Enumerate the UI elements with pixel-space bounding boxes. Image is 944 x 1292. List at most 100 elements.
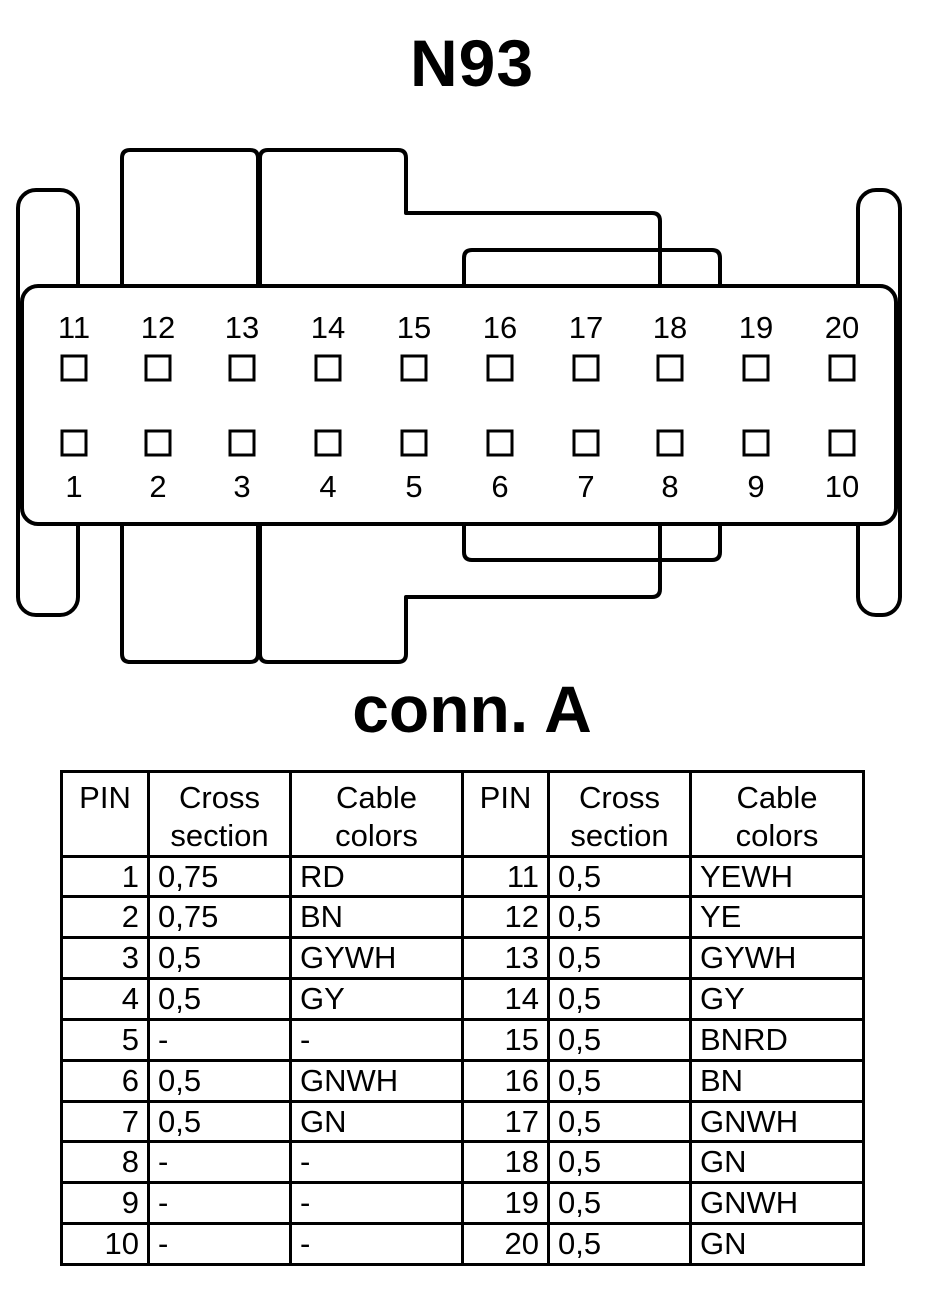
bottom-row-pin-socket	[656, 429, 684, 457]
connector-label: conn. A	[352, 672, 592, 746]
table-cell-cross: -	[147, 1017, 292, 1062]
table-header-text: Cross	[179, 780, 260, 815]
table-cell-color: -	[289, 1017, 464, 1062]
table-cell-pin: 6	[60, 1058, 150, 1103]
table-cell-cross: 0,5	[547, 895, 692, 940]
table-cell-cross: 0,5	[547, 1017, 692, 1062]
lower-block-right	[258, 522, 662, 664]
table-header-text: Cross	[579, 780, 660, 815]
top-row-pin-socket	[60, 354, 88, 382]
top-row-pin-label: 12	[141, 310, 175, 345]
upper-block-right	[258, 148, 662, 290]
table-cell-color: GN	[689, 1221, 865, 1266]
table-cell-cross: -	[147, 1181, 292, 1225]
table-header-text: PIN	[79, 780, 131, 815]
table-cell-color: -	[289, 1140, 464, 1185]
table-cell-cross: 0,5	[547, 977, 692, 1021]
table-cell-color: GY	[689, 977, 865, 1021]
table-cell-cross: 0,5	[147, 1058, 292, 1103]
top-row-pin-label: 11	[58, 310, 90, 345]
table-cell-pin: 11	[461, 854, 550, 899]
table-cell-pin: 8	[60, 1140, 150, 1185]
table-cell-cross: 0,5	[547, 1099, 692, 1144]
lower-block-left	[120, 522, 260, 664]
table-cell-color: YE	[689, 895, 865, 940]
bottom-row-pin-label: 10	[825, 469, 859, 504]
table-cell-cross: 0,5	[547, 1140, 692, 1185]
table-cell-pin: 14	[461, 977, 550, 1021]
table-cell-pin: 3	[60, 936, 150, 981]
bottom-row-pin-socket	[486, 429, 514, 457]
table-cell-pin: 20	[461, 1221, 550, 1266]
bottom-row-pin-socket	[572, 429, 600, 457]
table-cell-color: GNWH	[689, 1181, 865, 1225]
table-header-text: section	[570, 817, 669, 853]
table-cell-cross: 0,75	[147, 854, 292, 899]
table-cell-pin: 2	[60, 895, 150, 940]
bottom-row-pin-socket	[314, 429, 342, 457]
top-row-pin-socket	[486, 354, 514, 382]
upper-block-left	[120, 148, 260, 290]
table-cell-color: GYWH	[689, 936, 865, 981]
diagram-title: N93	[409, 26, 535, 100]
top-row-pin-socket	[314, 354, 342, 382]
table-header-text: colors	[335, 817, 418, 853]
table-cell-cross: 0,5	[547, 1058, 692, 1103]
bottom-row-pin-socket	[828, 429, 856, 457]
bottom-row-pin-label: 2	[149, 469, 166, 504]
bottom-row-pin-label: 3	[233, 469, 250, 504]
table-cell-cross: 0,5	[147, 936, 292, 981]
table-header-text: Cable	[336, 780, 417, 815]
table-cell-cross: 0,5	[547, 854, 692, 899]
top-row-pin-label: 14	[311, 310, 345, 345]
table-cell-color: GN	[689, 1140, 865, 1185]
connector-body	[20, 284, 898, 526]
table-cell-cross: 0,5	[547, 936, 692, 981]
table-cell-pin: 4	[60, 977, 150, 1021]
table-header-text: colors	[735, 817, 819, 853]
table-cell-cross: 0,5	[547, 1221, 692, 1266]
bottom-row-pin-label: 4	[319, 469, 336, 504]
top-row-pin-label: 16	[483, 310, 517, 345]
table-cell-cross: 0,5	[147, 1099, 292, 1144]
table-cell-cross: -	[147, 1221, 292, 1266]
top-row-pin-socket	[572, 354, 600, 382]
table-cell-pin: 15	[461, 1017, 550, 1062]
table-cell-pin: 5	[60, 1017, 150, 1062]
table-cell-color: GNWH	[289, 1058, 464, 1103]
table-cell-color: -	[289, 1221, 464, 1266]
top-row-pin-socket	[656, 354, 684, 382]
bottom-row-pin-socket	[400, 429, 428, 457]
bottom-row-pin-label: 7	[577, 469, 594, 504]
table-header-cell: PIN	[461, 770, 550, 858]
bottom-row-pin-label: 9	[747, 469, 764, 504]
table-cell-color: GN	[289, 1099, 464, 1144]
top-row-pin-label: 18	[653, 310, 687, 345]
table-cell-color: GY	[289, 977, 464, 1021]
table-cell-pin: 12	[461, 895, 550, 940]
table-cell-pin: 9	[60, 1181, 150, 1225]
top-row-pin-socket	[828, 354, 856, 382]
table-header-text: PIN	[479, 780, 532, 815]
table-header-cell: PIN	[60, 770, 150, 858]
table-cell-pin: 17	[461, 1099, 550, 1144]
top-row-pin-socket	[400, 354, 428, 382]
table-cell-color: BN	[289, 895, 464, 940]
table-cell-color: RD	[289, 854, 464, 899]
table-cell-cross: 0,75	[147, 895, 292, 940]
